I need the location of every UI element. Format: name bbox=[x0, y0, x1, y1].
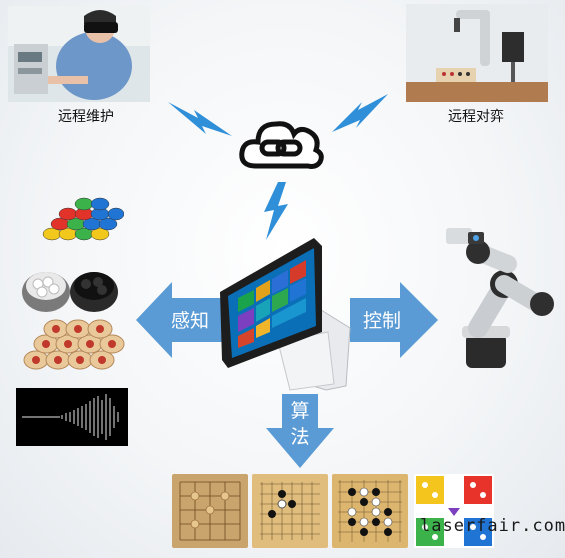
remote-chess-caption: 远程对弈 bbox=[448, 109, 504, 125]
xiangqi-pieces-image bbox=[23, 319, 125, 370]
go-board-small-image bbox=[252, 474, 328, 548]
control-arrow bbox=[350, 282, 438, 358]
perception-arrow bbox=[136, 282, 222, 358]
robot-arm-icon bbox=[446, 228, 554, 368]
wireless-bolt-center-icon bbox=[264, 182, 288, 240]
algorithm-label-1: 算 bbox=[290, 400, 310, 422]
ludo-board-image bbox=[414, 474, 494, 548]
remote-maintenance-caption: 远程维护 bbox=[58, 109, 114, 125]
audio-waveform-image bbox=[16, 388, 128, 446]
cloud-link-icon bbox=[239, 121, 324, 169]
flying-chess-pieces-image bbox=[42, 197, 124, 241]
remote-chess-photo bbox=[406, 4, 548, 102]
xiangqi-board-image bbox=[172, 474, 248, 548]
go-stone-jars-image bbox=[22, 272, 118, 312]
watermark-text: laserfair.com bbox=[420, 516, 565, 536]
control-label: 控制 bbox=[362, 310, 401, 332]
algorithm-label-2: 法 bbox=[290, 426, 310, 448]
algorithm-arrow bbox=[266, 394, 334, 468]
perception-label: 感知 bbox=[170, 310, 209, 332]
wireless-bolt-right-icon bbox=[332, 94, 388, 132]
wireless-bolt-left-icon bbox=[168, 102, 232, 136]
touchscreen-terminal-icon bbox=[220, 238, 351, 391]
remote-maintenance-photo bbox=[8, 6, 150, 102]
go-board-full-image bbox=[332, 474, 408, 548]
